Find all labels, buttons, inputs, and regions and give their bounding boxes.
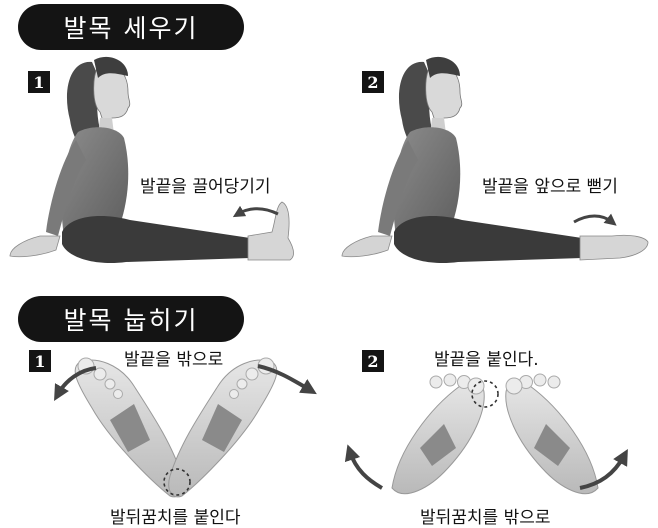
caption-point-toes: 발끝을 앞으로 뻗기 — [482, 172, 618, 197]
woman-sitting-toes-pointed — [342, 57, 648, 263]
woman-sitting-toes-pulled — [10, 57, 294, 263]
caption-heels-outward: 발뒤꿈치를 밖으로 — [420, 503, 551, 528]
caption-pull-toes: 발끝을 끌어당기기 — [140, 172, 271, 197]
caption-heels-together: 발뒤꿈치를 붙인다 — [110, 503, 241, 528]
feet-heels-outward — [350, 374, 624, 494]
caption-toes-outward: 발끝을 밖으로 — [124, 345, 223, 370]
caption-toes-together: 발끝을 붙인다. — [434, 345, 539, 370]
feet-toes-outward — [58, 358, 310, 497]
